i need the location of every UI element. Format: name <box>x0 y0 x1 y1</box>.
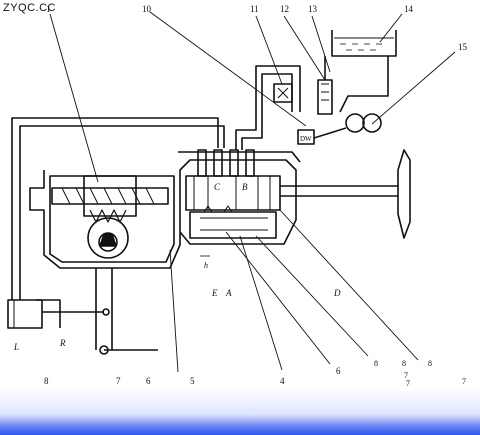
label-h: h <box>204 261 208 270</box>
bottom-label-8c: 8 <box>402 359 406 368</box>
callout-11: 11 <box>250 4 259 14</box>
callout-12: 12 <box>280 4 289 14</box>
oil-tank <box>331 30 397 57</box>
power-cylinder <box>7 299 110 329</box>
label-a: A <box>225 288 232 298</box>
bottom-color-band <box>0 389 480 435</box>
sector-gear <box>87 217 129 259</box>
callout-14: 14 <box>404 4 414 14</box>
callout-13: 13 <box>308 4 318 14</box>
linkage <box>95 268 158 355</box>
bottom-label-7: 7 <box>116 376 121 386</box>
worm-shaft <box>51 175 169 223</box>
callout-15: 15 <box>458 42 468 52</box>
label-l: L <box>13 342 19 352</box>
leader-lines <box>49 11 456 373</box>
callout-1: 1 <box>46 4 51 14</box>
label-e: E <box>211 288 218 298</box>
control-valve-body <box>185 149 281 239</box>
bottom-label-7d: 7 <box>462 377 466 386</box>
label-c: C <box>214 182 221 192</box>
left-pipe <box>11 65 301 300</box>
label-b: B <box>242 182 248 192</box>
watermark: ZYQC.CC <box>3 2 56 14</box>
bottom-label-8: 8 <box>44 376 49 386</box>
gear-housing <box>29 151 301 269</box>
bottom-label-8d: 8 <box>428 359 432 368</box>
bottom-label-8b: 8 <box>374 359 378 368</box>
control-valves: DW <box>273 56 333 145</box>
svg-text:DW: DW <box>300 135 312 143</box>
steering-column <box>280 149 411 239</box>
bottom-label-4: 4 <box>280 376 285 386</box>
pump <box>313 56 389 139</box>
label-r: R <box>59 338 66 348</box>
bottom-label-7c: 7 <box>406 379 410 388</box>
callout-10: 10 <box>142 4 152 14</box>
bottom-label-7b: 7 <box>404 371 408 380</box>
bottom-label-5: 5 <box>190 376 195 386</box>
bottom-label-6b: 6 <box>336 366 341 376</box>
bottom-label-6: 6 <box>146 376 151 386</box>
label-d: D <box>333 288 341 298</box>
